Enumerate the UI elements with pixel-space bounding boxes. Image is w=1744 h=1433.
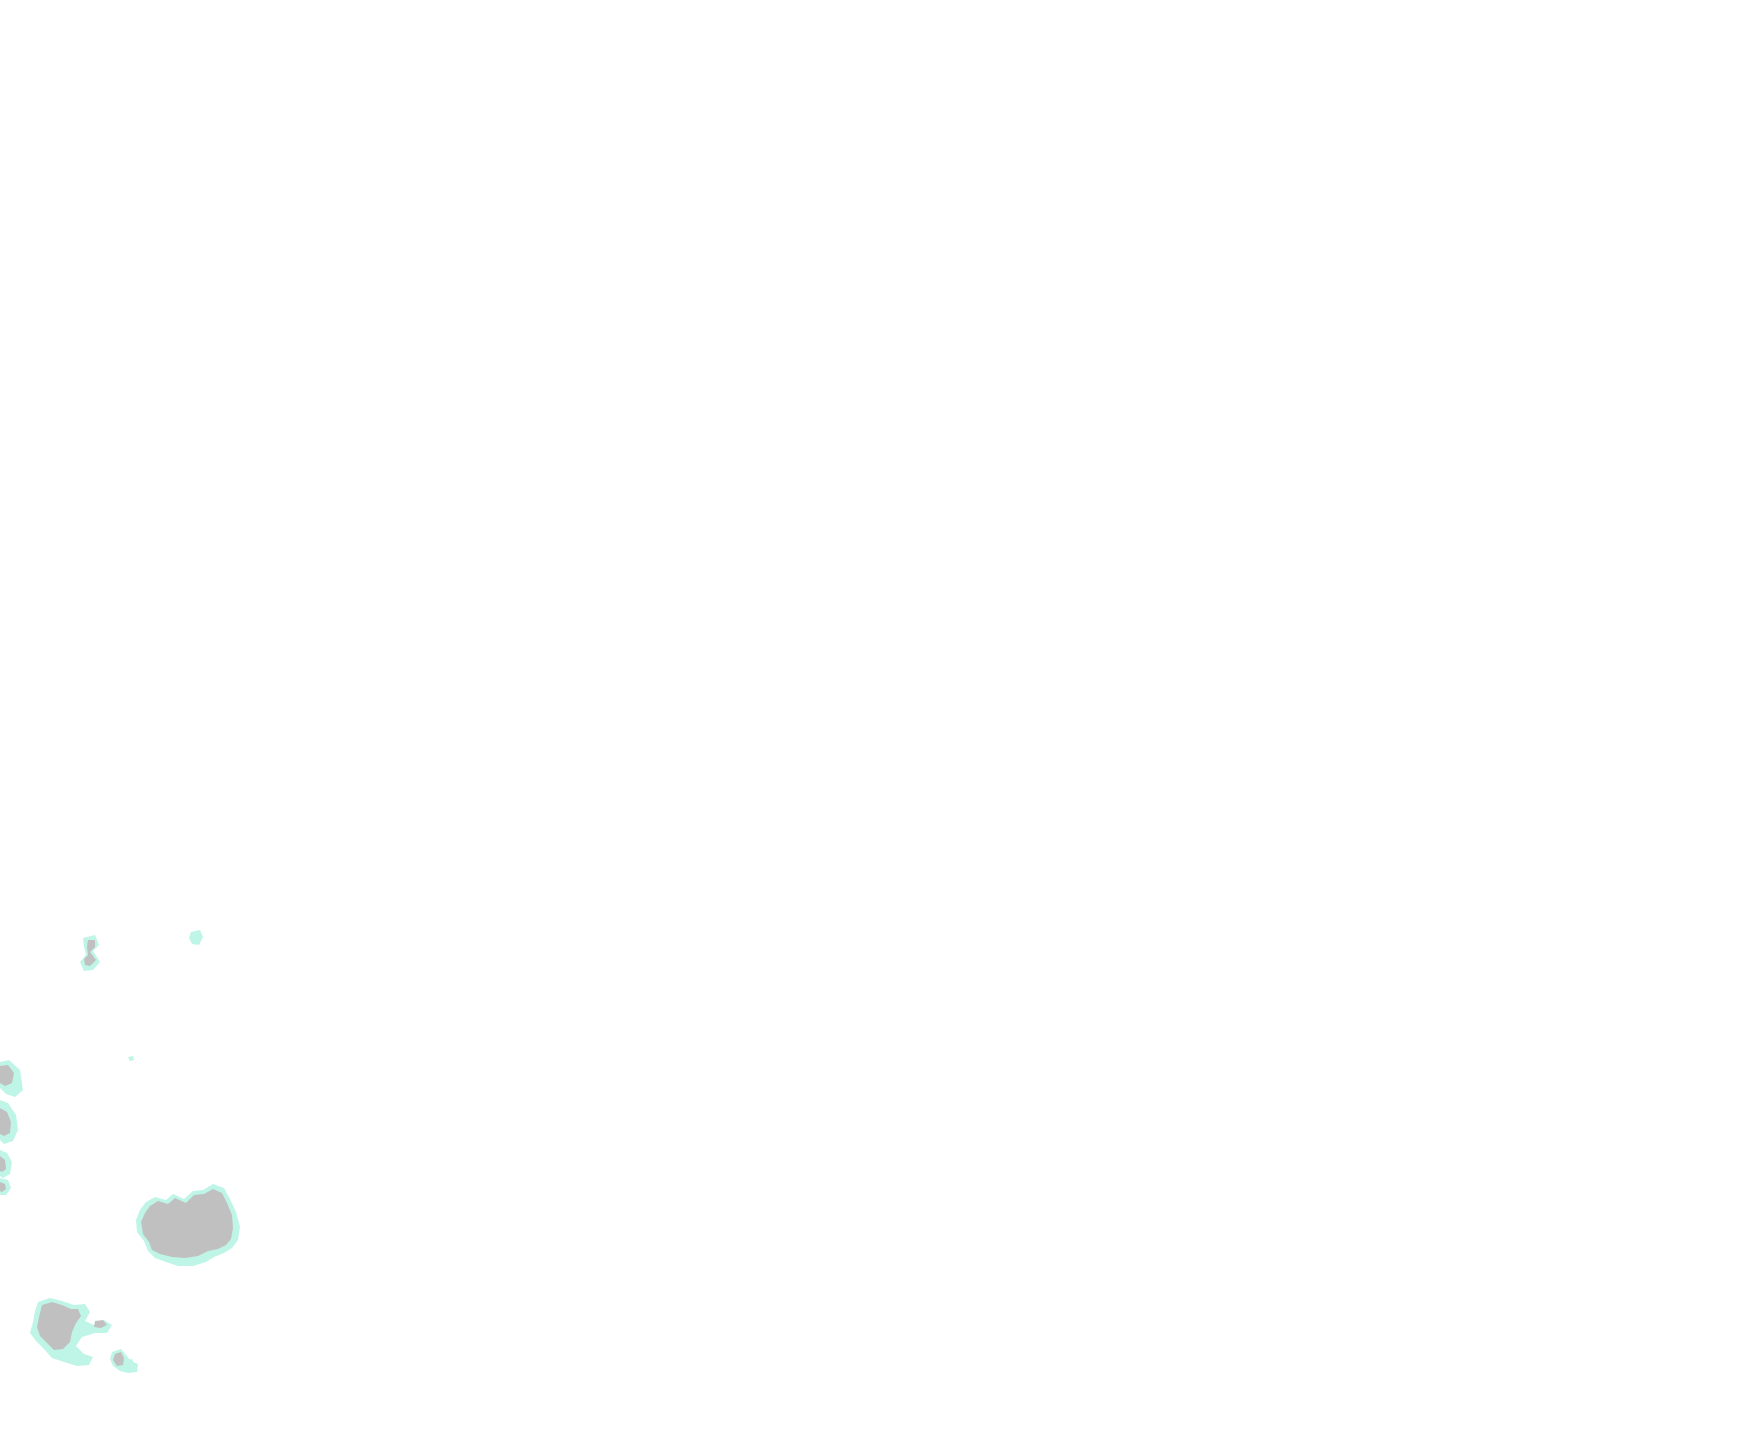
islet-north	[80, 935, 100, 971]
coast-fragment-3	[0, 1150, 12, 1178]
coast-fragment-4	[0, 1178, 11, 1195]
islet-south-small	[110, 1349, 138, 1373]
coast-fragment-2	[0, 1100, 18, 1144]
coast-fragment-1	[0, 1060, 23, 1097]
speck-northeast	[189, 930, 203, 945]
speck-center	[128, 1056, 134, 1061]
large-island	[136, 1184, 240, 1266]
island-group-south	[30, 1298, 112, 1366]
islet-south-tiny	[126, 1359, 134, 1366]
